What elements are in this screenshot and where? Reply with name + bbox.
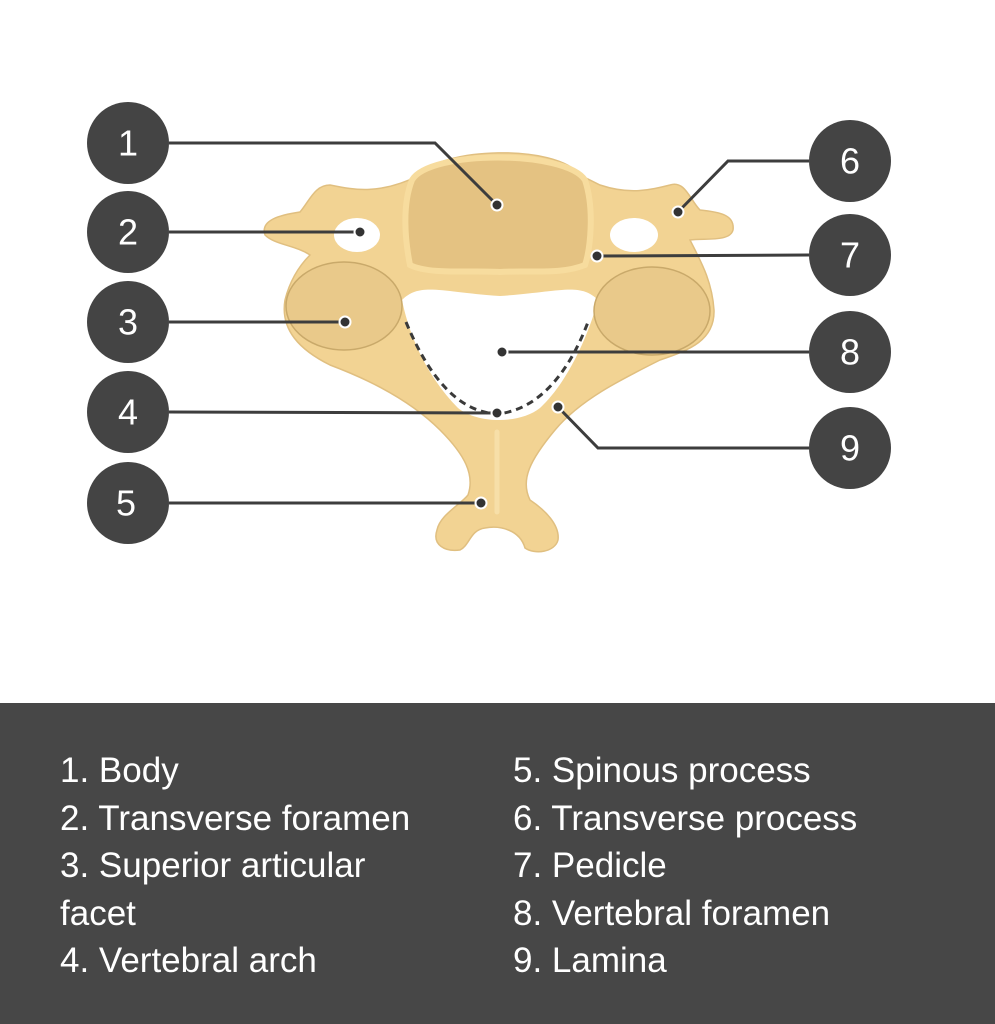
legend-column-right: 5. Spinous process 6. Transverse process… [513, 747, 973, 985]
superior-articular-facet-left [285, 261, 403, 351]
svg-text:7: 7 [840, 235, 860, 276]
number-badges: 1 2 3 4 5 6 7 8 9 [87, 102, 891, 544]
badge-3: 3 [87, 281, 169, 363]
svg-text:9: 9 [840, 428, 860, 469]
legend-item: 2. Transverse foramen [60, 798, 411, 838]
legend-item: 5. Spinous process [513, 751, 811, 790]
pointer-dots [338, 198, 685, 510]
legend-item: 1. Body [60, 751, 179, 790]
badge-9: 9 [809, 407, 891, 489]
svg-text:2: 2 [118, 212, 138, 253]
legend-item: 8. Vertebral foramen [513, 893, 831, 933]
badge-8: 8 [809, 311, 891, 393]
svg-text:3: 3 [118, 302, 138, 343]
vertebra-diagram: 1 2 3 4 5 6 7 8 9 [87, 102, 891, 553]
badge-6: 6 [809, 120, 891, 202]
legend-item: 7. Pedicle [513, 846, 667, 885]
badge-4: 4 [87, 371, 169, 453]
leader-lines [168, 141, 810, 505]
legend-item: 3. Superior articular facet [60, 846, 366, 933]
svg-text:1: 1 [118, 123, 138, 164]
svg-text:4: 4 [118, 392, 138, 433]
badge-1: 1 [87, 102, 169, 184]
badge-7: 7 [809, 214, 891, 296]
legend-item: 6. Transverse process [513, 798, 858, 838]
superior-articular-facet-right [593, 266, 711, 356]
legend-column-left: 1. Body 2. Transverse foramen 3. Superio… [60, 747, 490, 985]
transverse-foramen-right [610, 218, 658, 252]
vertebral-body [402, 154, 594, 276]
svg-text:5: 5 [116, 483, 136, 524]
badge-5: 5 [87, 462, 169, 544]
legend-panel: 1. Body 2. Transverse foramen 3. Superio… [0, 703, 995, 1024]
svg-text:8: 8 [840, 332, 860, 373]
legend-item: 9. Lamina [513, 941, 667, 980]
svg-text:6: 6 [840, 141, 860, 182]
legend-item: 4. Vertebral arch [60, 941, 317, 980]
badge-2: 2 [87, 191, 169, 273]
